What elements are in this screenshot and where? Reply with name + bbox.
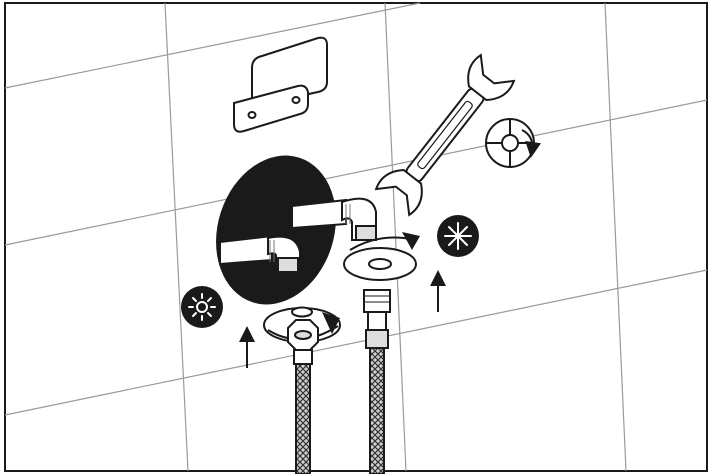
- left-braided-hose: [287, 319, 319, 474]
- mounting-bracket-icon: [233, 36, 328, 133]
- left-angle-valve: [219, 234, 301, 273]
- wall-cutout: [216, 155, 336, 305]
- right-angle-valve: [291, 197, 377, 241]
- right-seal-washer: [343, 247, 417, 281]
- right-rotation-arrowhead: [402, 232, 420, 250]
- right-braided-hose: [363, 289, 391, 474]
- clockwise-rotation-icon: [485, 118, 542, 168]
- open-end-wrench-icon: [374, 53, 516, 217]
- sun-icon: [181, 286, 223, 328]
- snowflake-icon: [437, 215, 479, 257]
- left-rotation-arrowhead: [322, 312, 340, 334]
